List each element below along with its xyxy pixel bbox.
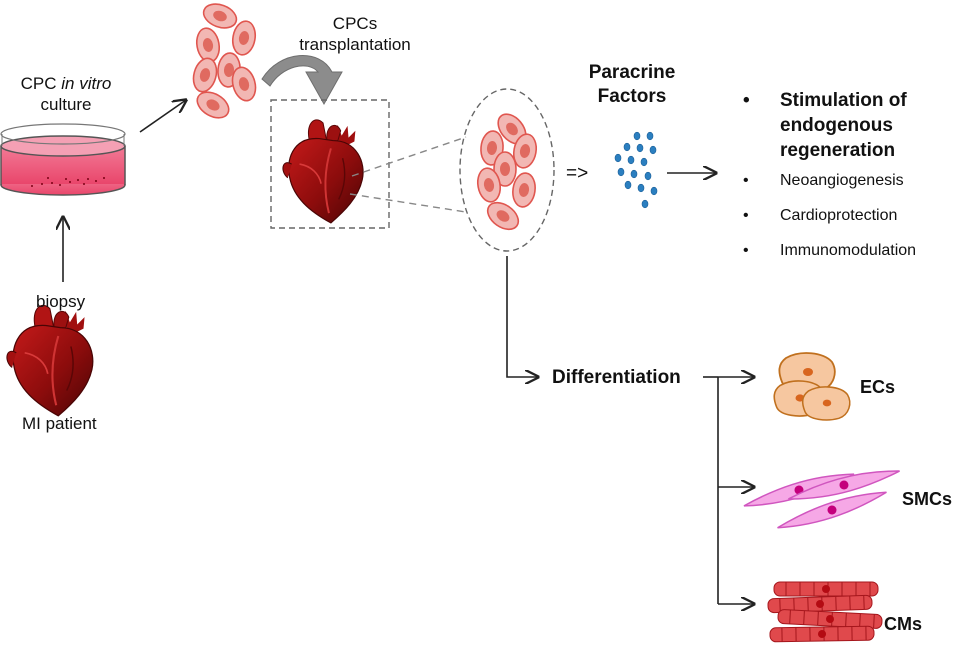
- culture-label-suffix: culture: [40, 95, 92, 114]
- smc-label: SMCs: [902, 489, 953, 509]
- culture-label-italic: in vitro: [61, 74, 112, 93]
- effects-list: Stimulation of endogenous regeneration N…: [740, 88, 930, 276]
- implies-symbol: =>: [566, 163, 589, 184]
- cardiomyocytes-icon: [767, 581, 883, 643]
- cm-label: CMs: [884, 614, 923, 634]
- effect-main-item: Stimulation of endogenous regeneration: [740, 88, 930, 163]
- endothelial-cells-icon: [773, 352, 851, 421]
- transplantation-label: CPCs transplantation: [290, 13, 420, 55]
- ec-label: ECs: [860, 377, 896, 397]
- paracrine-factors-label: Paracrine Factors: [574, 61, 690, 109]
- patient-label: MI patient: [22, 414, 97, 433]
- effect-item: Neoangiogenesis: [740, 171, 930, 191]
- engrafted-cpc-cells: [474, 108, 540, 236]
- transplantation-curved-arrow: [261, 54, 343, 106]
- zoom-line-top: [351, 136, 467, 177]
- differentiation-connector: [506, 256, 538, 377]
- culture-to-cells-arrow: [139, 100, 186, 133]
- culture-label-prefix: CPC: [20, 74, 62, 93]
- culture-label: CPC in vitro culture: [14, 73, 118, 115]
- culture-dish-icon: [0, 123, 126, 196]
- biopsy-label: biopsy: [36, 292, 86, 311]
- effect-item: Immunomodulation: [740, 241, 930, 261]
- patient-heart-icon: [5, 304, 94, 417]
- expanded-cpc-cells: [189, 0, 260, 124]
- paracrine-label-line2: Factors: [597, 86, 667, 107]
- zoom-line-bottom: [349, 193, 467, 213]
- transplantation-label-line2: transplantation: [299, 35, 411, 54]
- transplantation-label-line1: CPCs: [332, 14, 378, 33]
- smooth-muscle-cells-icon: [741, 470, 902, 529]
- differentiation-label: Differentiation: [552, 367, 681, 388]
- transplanted-heart-icon: [281, 118, 365, 224]
- effect-item: Cardioprotection: [740, 206, 930, 226]
- engrafted-cells-ellipse: [459, 88, 555, 252]
- paracrine-factors-icon: [614, 131, 658, 209]
- paracrine-label-line1: Paracrine: [588, 62, 676, 83]
